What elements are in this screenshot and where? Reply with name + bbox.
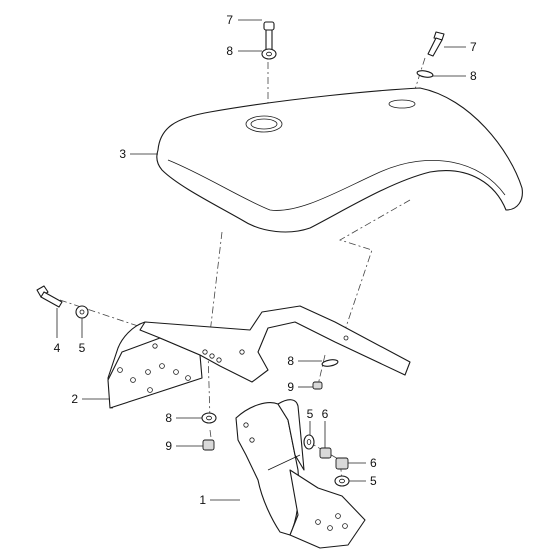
washer-5-left-hole — [79, 309, 85, 315]
mount-part-1 — [235, 399, 366, 549]
bolt-shank-4 — [40, 291, 63, 308]
axis-line-fender-right — [339, 199, 411, 331]
axis-line-nut-9 — [209, 429, 213, 446]
fender-body — [156, 87, 523, 233]
mount-hole — [243, 422, 249, 428]
mount-hole — [315, 519, 321, 525]
fender-bolt-hole-inner — [250, 118, 278, 130]
callout-5-right: 5 — [370, 474, 377, 488]
callout-8-low: 8 — [165, 411, 172, 425]
callout-6-mid: 6 — [322, 407, 329, 421]
axis-line-fender-left — [207, 231, 223, 421]
top-hardware — [261, 21, 445, 78]
callout-4: 4 — [54, 341, 61, 355]
bracket-hole — [185, 375, 191, 381]
bracket-hole — [202, 349, 208, 355]
callout-labels: 7 8 7 8 3 4 5 2 8 9 8 9 5 6 6 5 1 — [54, 13, 477, 507]
fender-edge-line — [167, 159, 506, 211]
mount-hole — [327, 525, 333, 531]
fender-part-3 — [156, 87, 523, 233]
mount-base-plate — [289, 469, 366, 549]
callout-6-right: 6 — [370, 456, 377, 470]
callout-9-low: 9 — [165, 439, 172, 453]
bracket-hole — [209, 353, 215, 359]
callout-1: 1 — [199, 493, 206, 507]
callout-8-mid: 8 — [287, 354, 294, 368]
bracket-hole — [216, 357, 222, 363]
mount-hole — [249, 437, 255, 443]
washer-5-mid-hole — [306, 439, 312, 445]
bolt-shank-7-right — [427, 37, 443, 57]
callout-7-right: 7 — [470, 40, 477, 54]
washer-8-top-hole — [266, 51, 272, 57]
bracket-hole — [173, 369, 179, 375]
callout-3: 3 — [119, 147, 126, 161]
callout-8-right: 8 — [470, 69, 477, 83]
nut-9-mid — [312, 381, 323, 390]
bracket-top-arm — [139, 305, 411, 383]
callout-9-mid: 9 — [287, 380, 294, 394]
bracket-hole — [343, 335, 349, 341]
callout-2: 2 — [71, 392, 78, 406]
mount-hole — [335, 513, 341, 519]
callout-7-top: 7 — [226, 13, 233, 27]
bracket-hole — [239, 349, 245, 355]
callout-5-left: 5 — [79, 341, 86, 355]
bracket-part-2 — [107, 305, 411, 409]
bolt-head-7-top — [263, 21, 275, 31]
washer-5-right-hole — [339, 478, 345, 484]
bracket-hole — [130, 377, 136, 383]
nut-9-low — [202, 439, 215, 451]
fender-slot — [388, 99, 416, 109]
nut-6-mid — [319, 447, 332, 459]
mount-upright-side — [277, 399, 305, 471]
bracket-front-face — [107, 337, 203, 409]
bracket-hole — [152, 343, 158, 349]
washer-8-mid — [321, 359, 339, 367]
axis-line-washer-8 — [317, 354, 326, 386]
nut-6-right — [335, 457, 349, 470]
bracket-hole — [145, 369, 151, 375]
mount-hole — [342, 523, 348, 529]
leader-lines — [56, 19, 466, 501]
bracket-hole — [147, 387, 153, 393]
left-hardware — [36, 285, 89, 319]
washer-8-right — [416, 70, 434, 78]
callout-5-mid: 5 — [307, 407, 314, 421]
callout-8-top: 8 — [226, 44, 233, 58]
bolt-head-4 — [36, 285, 49, 298]
mount-fold-line — [267, 454, 301, 471]
small-hardware — [201, 359, 350, 487]
washer-8-low-hole — [206, 415, 212, 421]
bracket-hole — [159, 363, 165, 369]
bracket-hole — [117, 367, 123, 373]
